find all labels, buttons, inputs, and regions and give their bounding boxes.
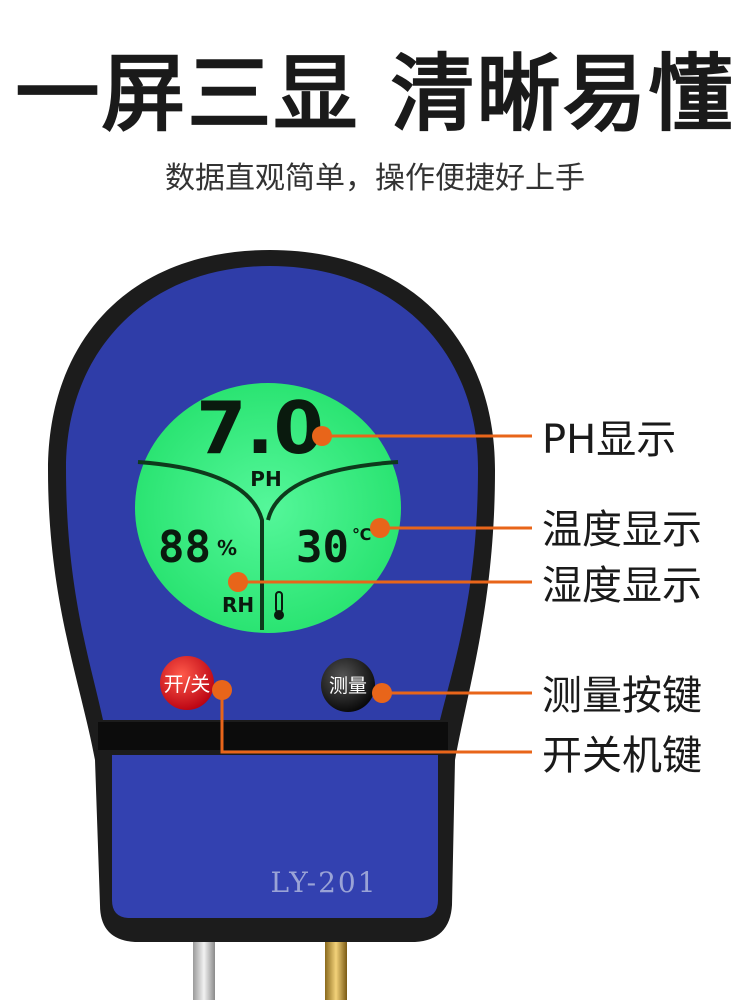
callout-humidity-display: 湿度显示	[542, 563, 702, 609]
callout-temperature-display: 温度显示	[542, 507, 702, 553]
power-button[interactable]	[160, 656, 214, 710]
ph-value: 7.0	[196, 386, 324, 470]
measure-button[interactable]	[321, 658, 375, 712]
humidity-unit: %	[217, 536, 237, 560]
callout-power-button: 开关机键	[542, 733, 702, 779]
model-label: LY-201	[270, 866, 377, 899]
lcd-divider	[137, 460, 399, 630]
device-panel-lower	[112, 755, 438, 918]
temperature-unit: ℃	[352, 525, 371, 544]
humidity-label: RH	[222, 593, 254, 617]
callout-lines	[220, 434, 532, 754]
separator-band	[98, 722, 448, 750]
headline: 一屏三显 清晰易懂	[15, 45, 735, 143]
humidity-value: 88	[158, 522, 211, 573]
ph-unit: PH	[250, 467, 281, 491]
thermometer-icon	[274, 591, 284, 620]
temperature-value: 30	[296, 522, 349, 573]
callout-measure-button: 测量按键	[542, 673, 702, 719]
lcd-screen	[135, 383, 401, 633]
measure-button-label: 测量	[329, 675, 367, 697]
callout-dots	[212, 426, 392, 703]
power-button-label: 开/关	[164, 672, 211, 696]
subheadline: 数据直观简单，操作便捷好上手	[165, 161, 585, 196]
callout-ph-display: PH显示	[542, 417, 677, 463]
